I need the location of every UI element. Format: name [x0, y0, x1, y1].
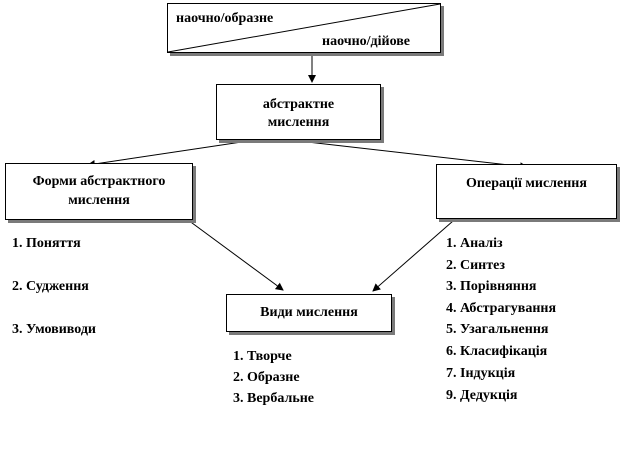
abstract-thinking-line1: абстрактне: [262, 97, 335, 112]
types-list-item: 2. Образне: [233, 370, 300, 385]
arrow-abstract-to-operations: [289, 139, 528, 171]
top-box: [167, 3, 441, 53]
operations-list-item: 1. Аналіз: [446, 236, 503, 251]
types-list-item: 1. Творче: [233, 349, 292, 364]
arrow-forms-to-types: [187, 219, 284, 291]
forms-box: Форми абстрактного мислення: [5, 163, 193, 220]
types-box: Види мислення: [226, 294, 392, 332]
operations-list-item: 2. Синтез: [446, 258, 505, 273]
arrow-operations-to-types: [372, 220, 454, 292]
operations-list-item: 3. Порівняння: [446, 279, 537, 294]
operations-list-item: 4. Абстрагування: [446, 301, 557, 316]
operations-box-label: Операції мислення: [466, 176, 587, 191]
operations-list-item: 5. Узагальнення: [446, 322, 549, 337]
forms-list-item: 2. Судження: [12, 279, 89, 294]
types-box-label: Види мислення: [260, 305, 358, 320]
operations-list-item: 7. Індукція: [446, 366, 516, 381]
top-box-left-text: наочно/образне: [176, 11, 274, 26]
types-list-item: 3. Вербальне: [233, 391, 314, 406]
forms-list-item: 1. Поняття: [12, 236, 81, 251]
operations-box: Операції мислення: [436, 164, 617, 219]
forms-list-item: 3. Умовиводи: [12, 322, 96, 337]
forms-box-line2: мислення: [68, 193, 130, 208]
abstract-thinking-line2: мислення: [267, 115, 330, 130]
operations-list-item: 9. Дедукція: [446, 388, 518, 403]
top-box-right-text: наочно/дійове: [322, 34, 411, 49]
abstract-thinking-box: абстрактне мислення: [216, 84, 381, 140]
operations-list-item: 6. Класифікація: [446, 344, 548, 359]
top-box-diagonal: [167, 3, 441, 53]
arrow-abstract-to-forms: [87, 139, 256, 168]
forms-box-line1: Форми абстрактного: [32, 174, 166, 189]
